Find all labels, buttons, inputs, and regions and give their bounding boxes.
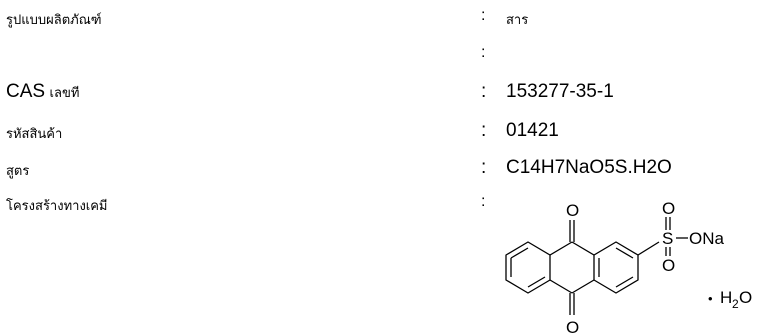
cas-value: 153277-35-1 bbox=[506, 81, 614, 102]
product-form-colon: : bbox=[481, 7, 486, 24]
chemical-structure-diagram: O O O S O ONa • H 2 O bbox=[505, 199, 752, 336]
structure-label: โครงสร้างทางเคมี bbox=[6, 198, 108, 213]
left-ring-double-bond-3 bbox=[527, 276, 546, 288]
left-benzene-ring bbox=[505, 241, 551, 294]
sulfonate-bottom-oxygen: O bbox=[662, 256, 675, 275]
middle-ring-bottom-left-bond bbox=[549, 279, 573, 294]
middle-ring-top-right-bond bbox=[571, 241, 595, 256]
left-ring-double-bond-1 bbox=[510, 247, 529, 259]
cas-label-suffix: เลขที bbox=[49, 85, 80, 100]
formula-label: สูตร bbox=[6, 163, 30, 178]
sodium-oxide-group: ONa bbox=[689, 229, 725, 248]
product-form-label: รูปแบบผลิตภัณฑ์ bbox=[6, 12, 102, 27]
sulfonate-top-oxygen: O bbox=[662, 199, 675, 218]
structure-atom-labels: O O O S O ONa • H 2 O bbox=[566, 199, 752, 336]
product-code-label: รหัสสินค้า bbox=[6, 126, 63, 141]
empty-row-colon: : bbox=[481, 44, 486, 61]
top-carbonyl-oxygen: O bbox=[566, 201, 579, 220]
middle-ring-top-left-bond bbox=[549, 241, 573, 256]
ring-to-sulfur-bond bbox=[637, 241, 660, 256]
product-form-value: สาร bbox=[506, 12, 529, 27]
bottom-carbonyl-oxygen: O bbox=[566, 318, 579, 336]
structure-bonds bbox=[505, 217, 688, 315]
middle-ring-bottom-right-bond bbox=[571, 279, 595, 294]
sulfonate-sulfur: S bbox=[662, 229, 673, 248]
structure-colon: : bbox=[481, 193, 486, 210]
product-code-value: 01421 bbox=[506, 120, 559, 141]
formula-value: C14H7NaO5S.H2O bbox=[506, 157, 672, 178]
right-ring-double-bond-3 bbox=[615, 276, 634, 288]
cas-colon: : bbox=[481, 81, 487, 102]
hydrate-oxygen: O bbox=[739, 288, 752, 307]
hydrate-hydrogen: H bbox=[720, 288, 732, 307]
hydrate-subscript: 2 bbox=[732, 297, 739, 311]
hydrate-dot: • bbox=[708, 291, 713, 306]
cas-label: CAS เลขที bbox=[6, 81, 79, 103]
cas-label-text: CAS bbox=[6, 81, 46, 102]
formula-colon: : bbox=[481, 157, 487, 178]
right-ring-double-bond-1 bbox=[615, 247, 634, 259]
product-code-colon: : bbox=[481, 120, 487, 141]
right-benzene-ring bbox=[593, 241, 639, 294]
